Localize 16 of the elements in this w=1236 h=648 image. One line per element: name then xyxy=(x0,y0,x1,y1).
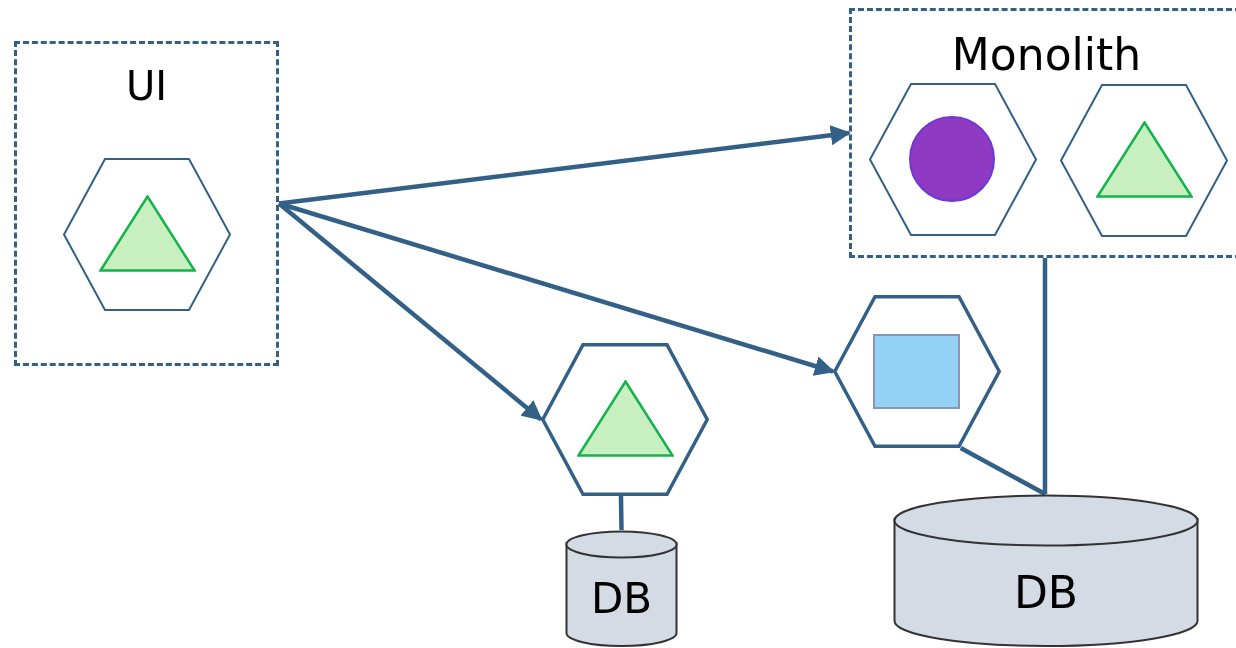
group-title: Monolith xyxy=(951,33,1142,77)
group-title: UI xyxy=(125,66,168,106)
connector-line xyxy=(1042,258,1048,494)
hexagon-node xyxy=(869,83,1037,236)
hexagon-node xyxy=(833,295,1001,448)
hexagon-node xyxy=(63,158,231,311)
hexagon-node xyxy=(1060,84,1228,237)
arrow xyxy=(278,201,835,376)
database-label: DB xyxy=(1013,570,1079,615)
hexagon-node xyxy=(541,343,709,496)
database-label: DB xyxy=(590,577,653,620)
dashed-group-box xyxy=(849,8,1236,258)
dashed-group-box xyxy=(14,41,279,366)
connector-line xyxy=(618,495,624,531)
arrow xyxy=(278,125,851,206)
arrow xyxy=(277,201,543,422)
